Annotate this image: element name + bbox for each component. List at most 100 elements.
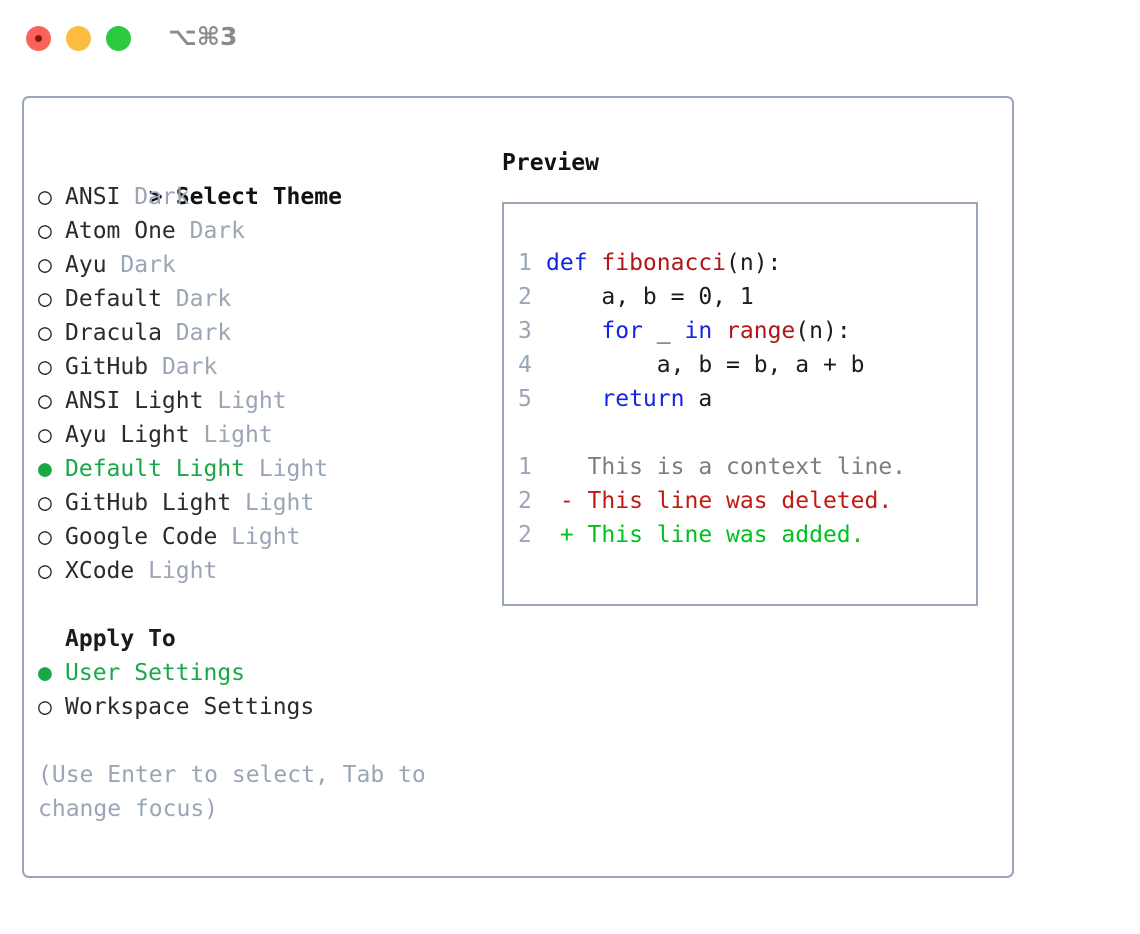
code-token: _ [656, 318, 685, 344]
line-number: 2 [518, 522, 532, 548]
line-number: 1 [518, 454, 532, 480]
theme-option-label: Default [65, 286, 162, 312]
line-number: 2 [518, 284, 532, 310]
code-token: fibonacci [601, 250, 727, 276]
radio-unselected-icon: ○ [38, 286, 52, 312]
theme-option-github-light[interactable]: ○ GitHub Light Light [38, 486, 478, 520]
diff-line-content: This is a context line. [546, 454, 907, 480]
theme-option-variant: Dark [161, 286, 232, 312]
theme-option-variant: Dark [161, 320, 232, 346]
theme-option-xcode[interactable]: ○ XCode Light [38, 554, 478, 588]
radio-unselected-icon: ○ [38, 524, 52, 550]
code-line: 5 return a [518, 382, 968, 416]
radio-unselected-icon: ○ [38, 490, 52, 516]
theme-option-label: GitHub Light [65, 490, 232, 516]
theme-option-ayu[interactable]: ○ Ayu Dark [38, 248, 478, 282]
radio-selected-icon: ● [38, 456, 52, 482]
theme-option-github[interactable]: ○GitHub Dark [38, 350, 478, 384]
code-token: range [726, 318, 796, 344]
theme-option-variant: Light [231, 490, 315, 516]
code-token: a, b = 0, 1 [546, 284, 754, 310]
code-line: 4 a, b = b, a + b [518, 348, 968, 382]
preview-title: Preview [502, 150, 599, 176]
theme-option-google-code[interactable]: ○Google Code Light [38, 520, 478, 554]
theme-option-ayu-light[interactable]: ○ Ayu Light Light [38, 418, 478, 452]
radio-unselected-icon: ○ [38, 558, 52, 584]
theme-option-atom-one[interactable]: ○Atom One Dark [38, 214, 478, 248]
code-token: (n): [726, 250, 782, 276]
theme-option-dracula[interactable]: ○Dracula Dark [38, 316, 478, 350]
minimize-window-button[interactable] [66, 26, 91, 51]
theme-option-variant: Light [203, 388, 287, 414]
theme-option-variant: Light [134, 558, 218, 584]
code-token [546, 318, 601, 344]
diff-marker: - [546, 488, 588, 514]
theme-option-ansi-light[interactable]: ○ANSI Light Light [38, 384, 478, 418]
code-token: return [601, 386, 699, 412]
theme-options: ○ANSI Dark○Atom One Dark○Ayu Dark○Defaul… [38, 180, 478, 588]
diff-line-add: 2 + This line was added. [518, 518, 968, 552]
apply-to-option-label: Workspace Settings [65, 694, 315, 720]
theme-option-label: Dracula [65, 320, 162, 346]
apply-to-option-label: User Settings [65, 660, 246, 686]
code-blank-line [518, 416, 968, 450]
radio-unselected-icon: ○ [38, 252, 52, 278]
theme-option-variant: Light [217, 524, 301, 550]
diff-line-del: 2 - This line was deleted. [518, 484, 968, 518]
diff-text: This line was added. [587, 522, 865, 548]
diff-line-content: + This line was added. [546, 522, 865, 548]
diff-text: This line was deleted. [587, 488, 893, 514]
theme-option-label: Ayu Light [65, 422, 190, 448]
theme-option-default[interactable]: ○ Default Dark [38, 282, 478, 316]
diff-sample: 1 This is a context line.2 - This line w… [518, 450, 968, 552]
window-titlebar: ⌥⌘3 [0, 0, 1140, 78]
maximize-window-button[interactable] [106, 26, 131, 51]
theme-selector-panel: >Select Theme ○ANSI Dark○Atom One Dark○A… [22, 96, 1014, 878]
line-number: 3 [518, 318, 532, 344]
code-token: in [684, 318, 727, 344]
radio-unselected-icon: ○ [38, 218, 52, 244]
theme-list: >Select Theme ○ANSI Dark○Atom One Dark○A… [38, 146, 478, 724]
code-token: def [546, 250, 602, 276]
theme-option-label: XCode [65, 558, 135, 584]
code-token [546, 386, 601, 412]
code-line: 1 def fibonacci(n): [518, 246, 968, 280]
theme-option-label: Default Light [65, 456, 246, 482]
theme-option-label: ANSI [65, 184, 121, 210]
prompt-caret-icon: > [148, 184, 163, 210]
close-window-button[interactable] [26, 26, 51, 51]
theme-option-default-light[interactable]: ●Default Light Light [38, 452, 478, 486]
apply-to-option-workspace-settings[interactable]: ○ Workspace Settings [38, 690, 478, 724]
radio-unselected-icon: ○ [38, 694, 52, 720]
apply-to-title: Apply To [65, 626, 176, 652]
theme-option-variant: Dark [120, 184, 190, 210]
diff-line-content: - This line was deleted. [546, 488, 892, 514]
theme-option-label: GitHub [65, 354, 149, 380]
window-shortcut-label: ⌥⌘3 [168, 22, 238, 51]
code-token: a [698, 386, 713, 412]
line-number: 4 [518, 352, 532, 378]
theme-option-variant: Dark [175, 218, 246, 244]
code-token: for [601, 318, 657, 344]
apply-to-options: ● User Settings ○ Workspace Settings [38, 656, 478, 724]
code-token: a, b = b, a + b [546, 352, 865, 378]
theme-list-header: >Select Theme [38, 146, 478, 210]
radio-selected-icon: ● [38, 660, 52, 686]
code-token: (n): [795, 318, 851, 344]
diff-marker: + [546, 522, 588, 548]
diff-line-context: 1 This is a context line. [518, 450, 968, 484]
radio-unselected-icon: ○ [38, 422, 52, 448]
line-number: 1 [518, 250, 532, 276]
theme-option-ansi[interactable]: ○ ANSI Dark [38, 180, 478, 214]
theme-option-label: Ayu [65, 252, 107, 278]
radio-unselected-icon: ○ [38, 184, 52, 210]
diff-marker [546, 454, 588, 480]
theme-option-variant: Light [189, 422, 273, 448]
apply-to-option-user-settings[interactable]: ● User Settings [38, 656, 478, 690]
theme-option-variant: Dark [106, 252, 176, 278]
